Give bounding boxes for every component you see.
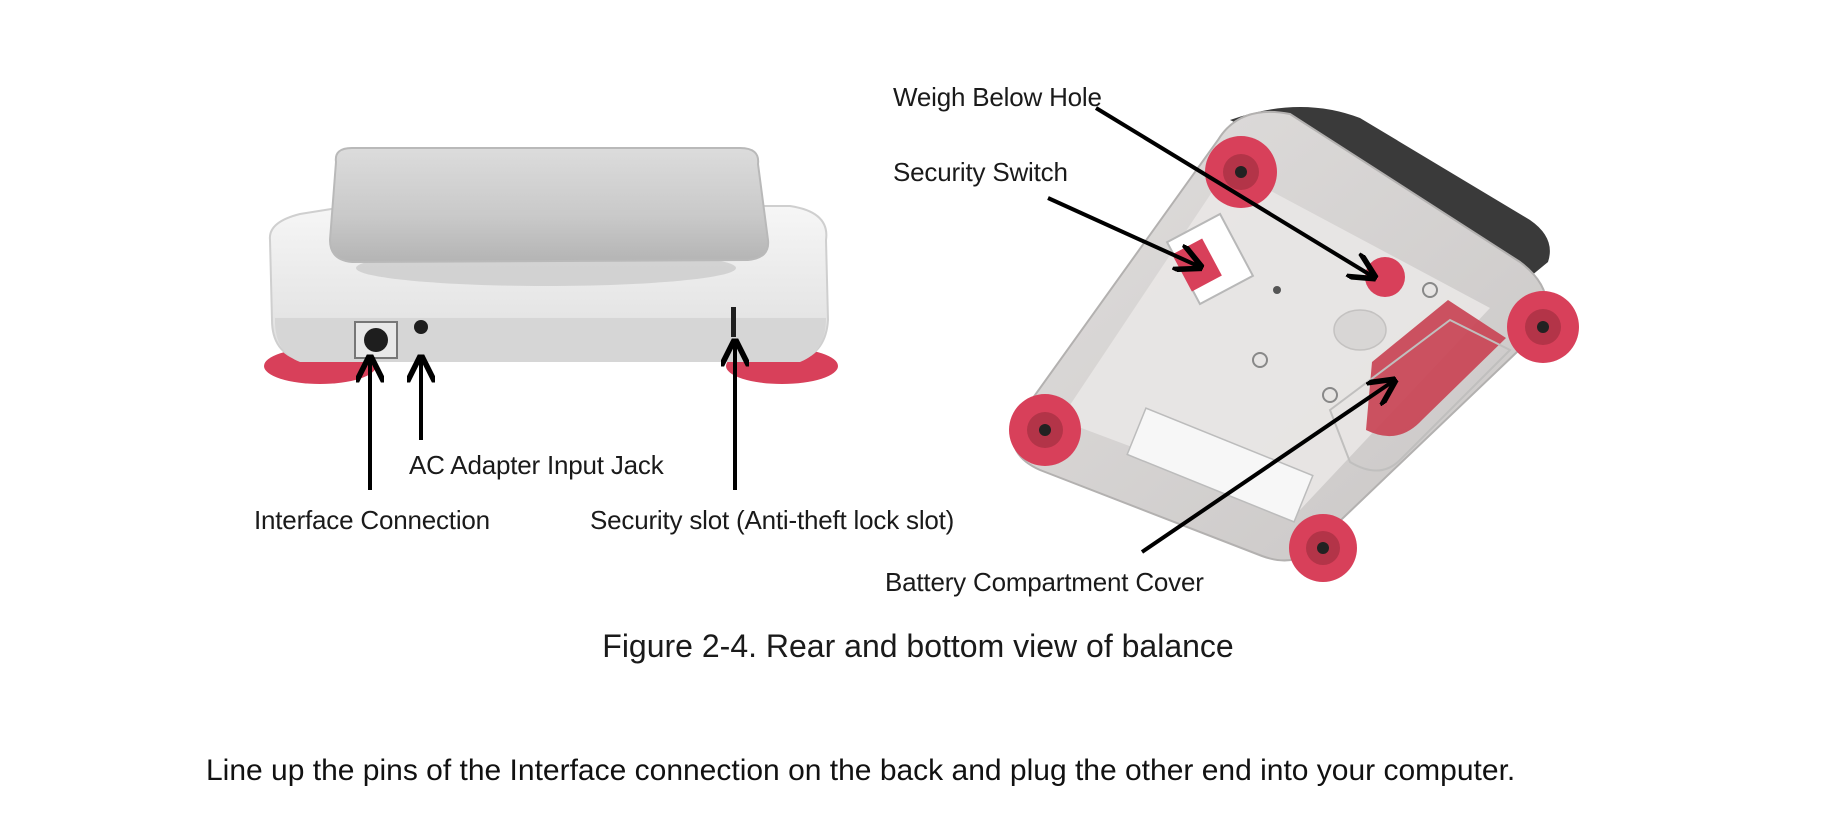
- bottom-view-arrows: [1047, 106, 1392, 554]
- foot-top-left: [1205, 136, 1277, 208]
- ac-adapter-jack: [414, 320, 428, 334]
- weighing-pan: [328, 147, 770, 264]
- rear-view-balance: [264, 147, 838, 384]
- label-battery-cover: Battery Compartment Cover: [885, 567, 1204, 597]
- screw-4: [1273, 286, 1281, 294]
- label-ac-adapter: AC Adapter Input Jack: [409, 450, 664, 480]
- screw-3: [1322, 387, 1338, 403]
- interface-port-connector: [364, 328, 388, 352]
- security-slot: [731, 307, 736, 337]
- center-recess: [1333, 309, 1387, 351]
- foot-bottom: [1289, 514, 1357, 582]
- battery-cover-outline: [1328, 318, 1512, 472]
- label-weigh-below-hole: Weigh Below Hole: [893, 82, 1102, 112]
- label-security-switch: Security Switch: [893, 157, 1068, 187]
- instruction-text: Line up the pins of the Interface connec…: [206, 754, 1516, 787]
- label-interface-connection: Interface Connection: [254, 505, 490, 535]
- arrow-security-switch: [1047, 196, 1198, 266]
- screw-1: [1422, 282, 1438, 298]
- arrow-weigh-below-hole: [1094, 106, 1372, 276]
- label-security-slot: Security slot (Anti-theft lock slot): [590, 505, 955, 535]
- foot-right: [1507, 291, 1579, 363]
- label-sticker: [1126, 407, 1314, 523]
- screw-2: [1252, 352, 1268, 368]
- figure-caption: Figure 2-4. Rear and bottom view of bala…: [602, 628, 1234, 664]
- base-lower-band: [274, 318, 826, 362]
- bottom-view-balance: [1009, 106, 1579, 582]
- arrow-battery-cover: [1140, 382, 1392, 554]
- foot-left: [1009, 394, 1081, 466]
- rear-view-arrows: [370, 344, 735, 490]
